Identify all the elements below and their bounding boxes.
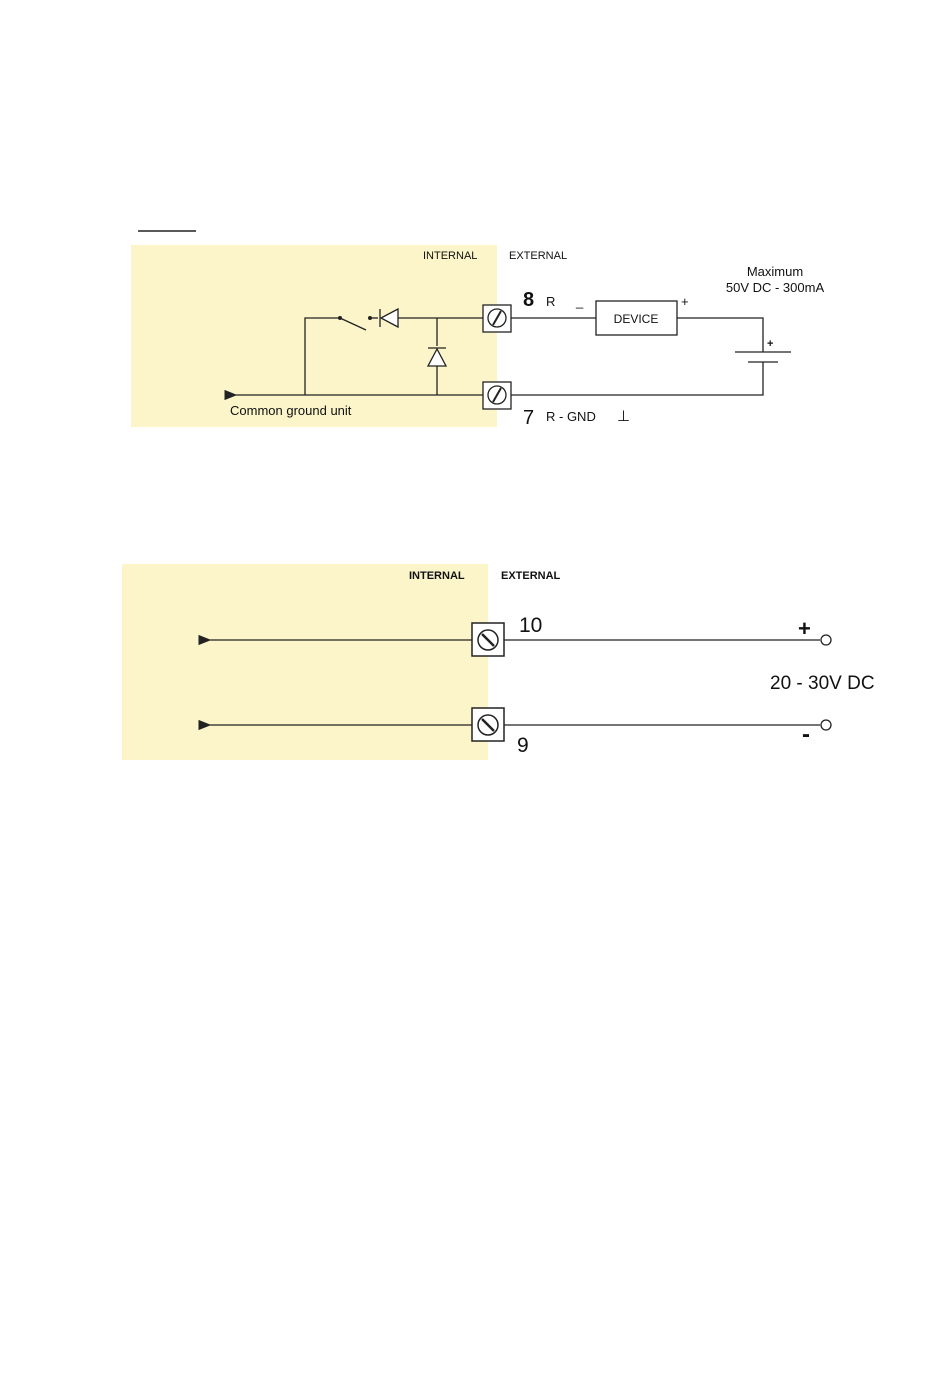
power-supply-diagram: INTERNAL EXTERNAL 10 9 + - 20 - 30V DC <box>122 564 875 760</box>
supply-voltage-label: 20 - 30V DC <box>770 673 875 694</box>
device-plus: + <box>681 294 689 309</box>
max-rating-line2: 50V DC - 300mA <box>726 280 825 295</box>
terminal-8-number: 8 <box>523 289 534 311</box>
terminal-10-screw-icon <box>472 623 504 656</box>
terminal-10-number: 10 <box>519 614 542 637</box>
minus-sign: - <box>802 721 810 748</box>
external-label: EXTERNAL <box>509 250 567 262</box>
terminal-9-screw-icon <box>472 708 504 741</box>
ground-symbol: ⊥ <box>617 408 630 425</box>
internal-zone <box>131 245 497 427</box>
max-rating-line1: Maximum <box>747 264 803 279</box>
external-label: EXTERNAL <box>501 570 561 582</box>
terminal-9-number: 9 <box>517 734 529 757</box>
common-ground-label: Common ground unit <box>230 403 352 418</box>
relay-output-diagram: INTERNAL EXTERNAL <box>131 245 824 429</box>
terminal-8-screw-icon <box>483 305 511 332</box>
terminal-7-screw-icon <box>483 382 511 409</box>
switch-contact-right <box>368 316 372 320</box>
plus-sign: + <box>798 616 811 641</box>
switch-contact-left <box>338 316 342 320</box>
terminal-7-signal: R - GND <box>546 409 596 424</box>
internal-label: INTERNAL <box>409 570 465 582</box>
internal-zone <box>122 564 488 760</box>
battery-icon <box>735 352 791 362</box>
device-label: DEVICE <box>614 312 659 326</box>
device-minus: _ <box>575 294 584 309</box>
terminal-8-signal: R <box>546 294 555 309</box>
supply-minus-terminal-icon <box>821 720 831 730</box>
terminal-7-number: 7 <box>523 407 534 429</box>
supply-plus-terminal-icon <box>821 635 831 645</box>
battery-plus: + <box>767 338 773 350</box>
internal-label: INTERNAL <box>423 250 477 262</box>
